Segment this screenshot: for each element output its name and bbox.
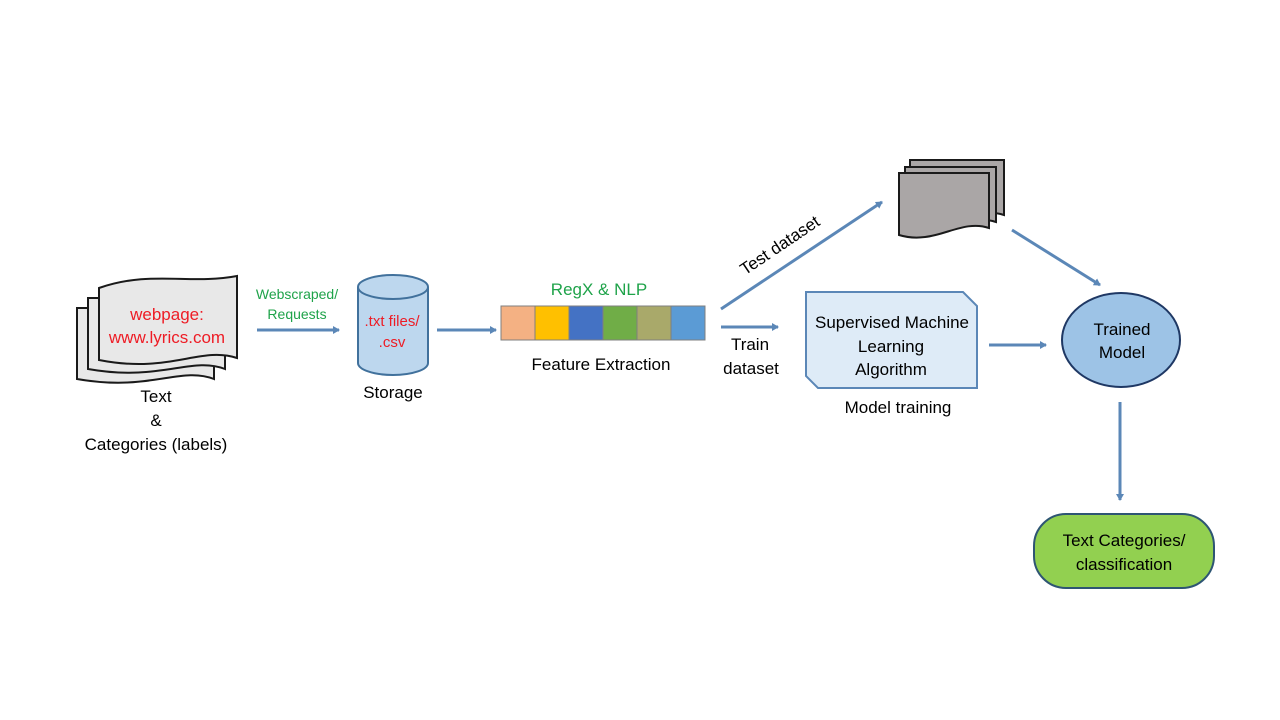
algorithm-line3: Algorithm <box>855 360 927 379</box>
algorithm-caption: Model training <box>845 398 952 417</box>
database-cylinder-icon <box>357 274 429 376</box>
feature-cell <box>670 305 706 341</box>
source-doc-front <box>98 274 238 365</box>
algorithm-line2: Learning <box>858 337 924 356</box>
feature-vector <box>500 305 706 341</box>
source-caption-line2: & <box>150 411 162 430</box>
feature-cell <box>500 305 536 341</box>
arrow-features-to-test <box>720 200 883 311</box>
trained-model-line2: Model <box>1099 343 1145 362</box>
trained-model-line1: Trained <box>1093 320 1150 339</box>
feature-cell <box>534 305 570 341</box>
source-caption-line1: Text <box>140 387 171 406</box>
result-line2: classification <box>1076 555 1172 574</box>
scrape-label-line2: Requests <box>267 306 326 322</box>
source-document-stack-icon <box>76 274 238 384</box>
feature-cell <box>636 305 672 341</box>
result-node <box>1033 513 1215 589</box>
features-title: RegX & NLP <box>551 280 647 299</box>
storage-caption: Storage <box>363 383 423 402</box>
source-text-line2: www.lyrics.com <box>108 328 225 347</box>
feature-cell <box>568 305 604 341</box>
result-line1: Text Categories/ <box>1063 531 1186 550</box>
arrow-test-to-model <box>1011 228 1101 287</box>
train-dataset-line1: Train <box>731 335 769 354</box>
storage-text-line2: .csv <box>379 334 406 351</box>
features-caption: Feature Extraction <box>532 355 671 374</box>
trained-model-node <box>1061 292 1181 388</box>
algorithm-line1: Supervised Machine <box>815 313 969 332</box>
train-dataset-line2: dataset <box>723 359 779 378</box>
test-document-stack-icon <box>898 159 1005 239</box>
source-text-line1: webpage: <box>129 305 204 324</box>
scrape-label-line1: Webscraped/ <box>256 286 338 302</box>
storage-text-line1: .txt files/ <box>364 313 420 330</box>
algorithm-box <box>805 291 978 389</box>
feature-cell <box>602 305 638 341</box>
source-caption-line3: Categories (labels) <box>85 435 228 454</box>
